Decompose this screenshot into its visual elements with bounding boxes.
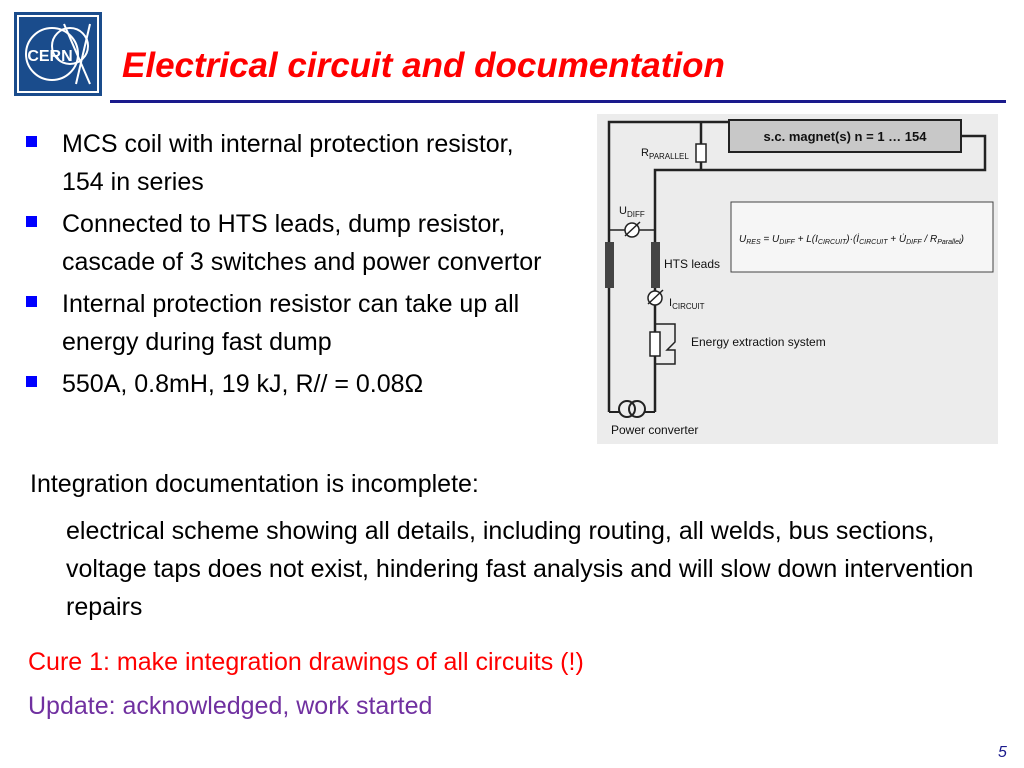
u-diff-subscript: DIFF (627, 210, 645, 219)
bullet-item: 550A, 0.8mH, 19 kJ, R// = 0.08Ω (20, 365, 560, 403)
power-converter-icon-right (628, 400, 646, 418)
r-parallel-label: R (641, 147, 649, 159)
update-text: Update: acknowledged, work started (28, 692, 433, 720)
square-bullet-icon (26, 376, 37, 387)
svg-text:ICIRCUIT: ICIRCUIT (669, 297, 705, 311)
bullet-text: MCS coil with internal protection resist… (62, 130, 514, 196)
hts-lead-right (651, 242, 660, 288)
bullet-text: Connected to HTS leads, dump resistor, c… (62, 210, 542, 276)
equation-box (730, 201, 994, 273)
u-diff-label: U (619, 205, 627, 217)
section-body: electrical scheme showing all details, i… (66, 517, 974, 621)
r-parallel-subscript: PARALLEL (649, 152, 689, 161)
square-bullet-icon (26, 136, 37, 147)
bullet-item: MCS coil with internal protection resist… (20, 125, 560, 201)
bullet-text: 550A, 0.8mH, 19 kJ, R// = 0.08Ω (62, 370, 424, 398)
power-converter-icon-left (618, 400, 636, 418)
cure-text: Cure 1: make integration drawings of all… (28, 648, 584, 676)
i-circuit-subscript: CIRCUIT (672, 302, 705, 311)
cern-logo: CERN (14, 12, 102, 96)
svg-text:RPARALLEL: RPARALLEL (641, 147, 689, 161)
section-heading: Integration documentation is incomplete: (30, 470, 479, 498)
bullet-item: Internal protection resistor can take up… (20, 285, 560, 361)
energy-extraction-label: Energy extraction system (691, 335, 826, 349)
bullet-list: MCS coil with internal protection resist… (20, 125, 560, 407)
svg-text:UDIFF: UDIFF (619, 205, 645, 219)
magnet-label: s.c. magnet(s) n = 1 … 154 (764, 129, 928, 144)
circuit-diagram: s.c. magnet(s) n = 1 … 154 RPARALLEL UDI… (597, 114, 998, 444)
parallel-resistor (695, 143, 707, 163)
title-divider (110, 100, 1006, 103)
magnet-box (728, 119, 962, 153)
square-bullet-icon (26, 296, 37, 307)
bullet-text: Internal protection resistor can take up… (62, 290, 520, 356)
energy-extraction-resistor (649, 331, 661, 357)
hts-lead-left (605, 242, 614, 288)
hts-leads-label: HTS leads (664, 257, 720, 271)
slide-title: Electrical circuit and documentation (122, 46, 725, 85)
i-circuit-label: I (669, 297, 672, 309)
equation-formula: URES = UDIFF + L(ICIRCUIT)·(İCIRCUIT + U… (739, 232, 964, 246)
bullet-item: Connected to HTS leads, dump resistor, c… (20, 205, 560, 281)
power-converter-label: Power converter (611, 423, 698, 437)
cern-logo-text: CERN (27, 48, 72, 65)
page-number: 5 (998, 744, 1007, 761)
square-bullet-icon (26, 216, 37, 227)
